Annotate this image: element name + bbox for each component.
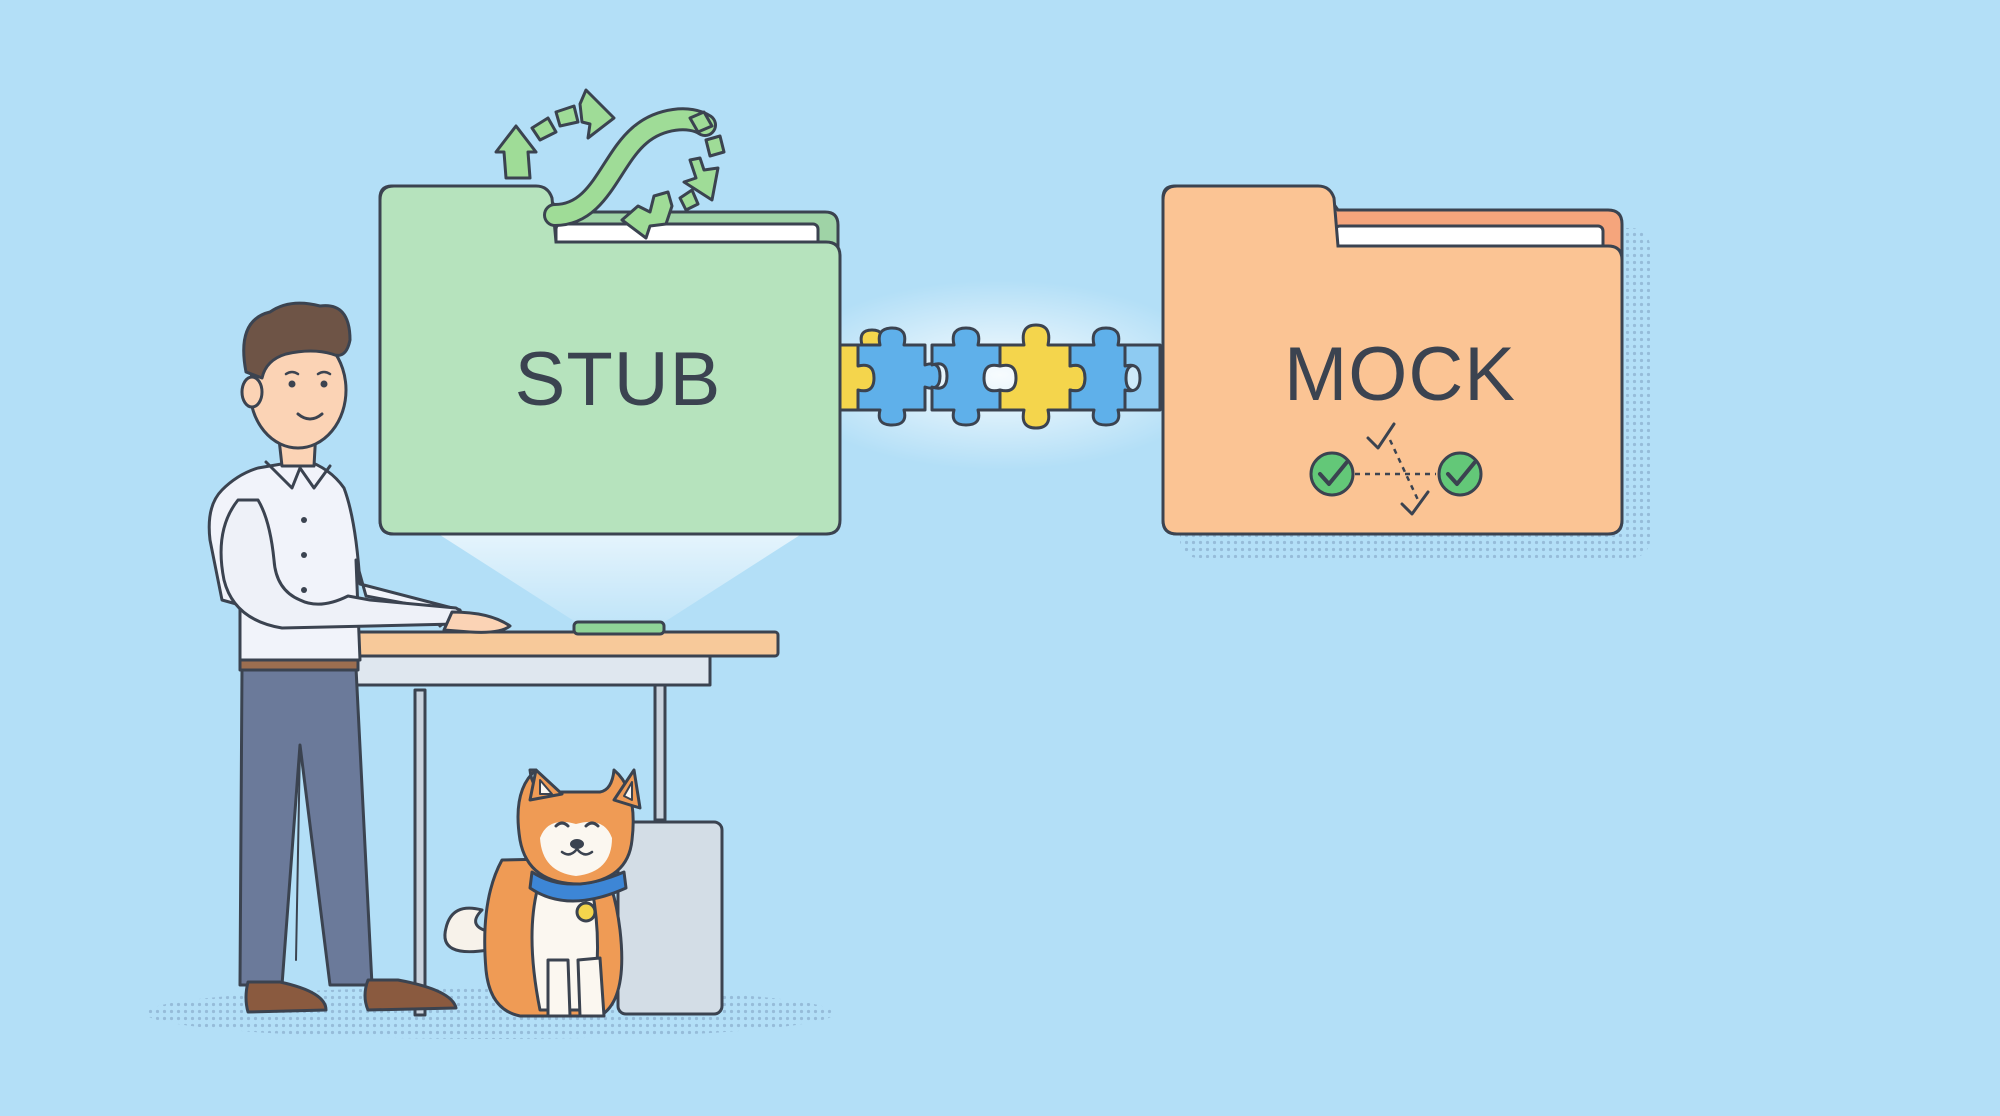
standing-desk — [308, 620, 780, 1017]
shiba-dog — [443, 768, 642, 1018]
bag — [616, 820, 724, 1016]
stub-folder[interactable]: STUB — [378, 184, 842, 536]
person — [207, 301, 512, 1014]
stub-label: STUB — [515, 337, 722, 422]
projection-beam — [440, 535, 800, 628]
puzzle-chain-icon — [838, 323, 1162, 430]
sync-arrows-icon — [494, 88, 726, 240]
checkmark-flow-icon — [1309, 422, 1483, 516]
puzzle-piece — [856, 326, 942, 427]
desk-device-icon — [572, 620, 666, 636]
puzzle-piece — [1123, 343, 1162, 412]
mock-folder[interactable]: MOCK — [1161, 184, 1624, 536]
mock-label: MOCK — [1284, 332, 1516, 417]
